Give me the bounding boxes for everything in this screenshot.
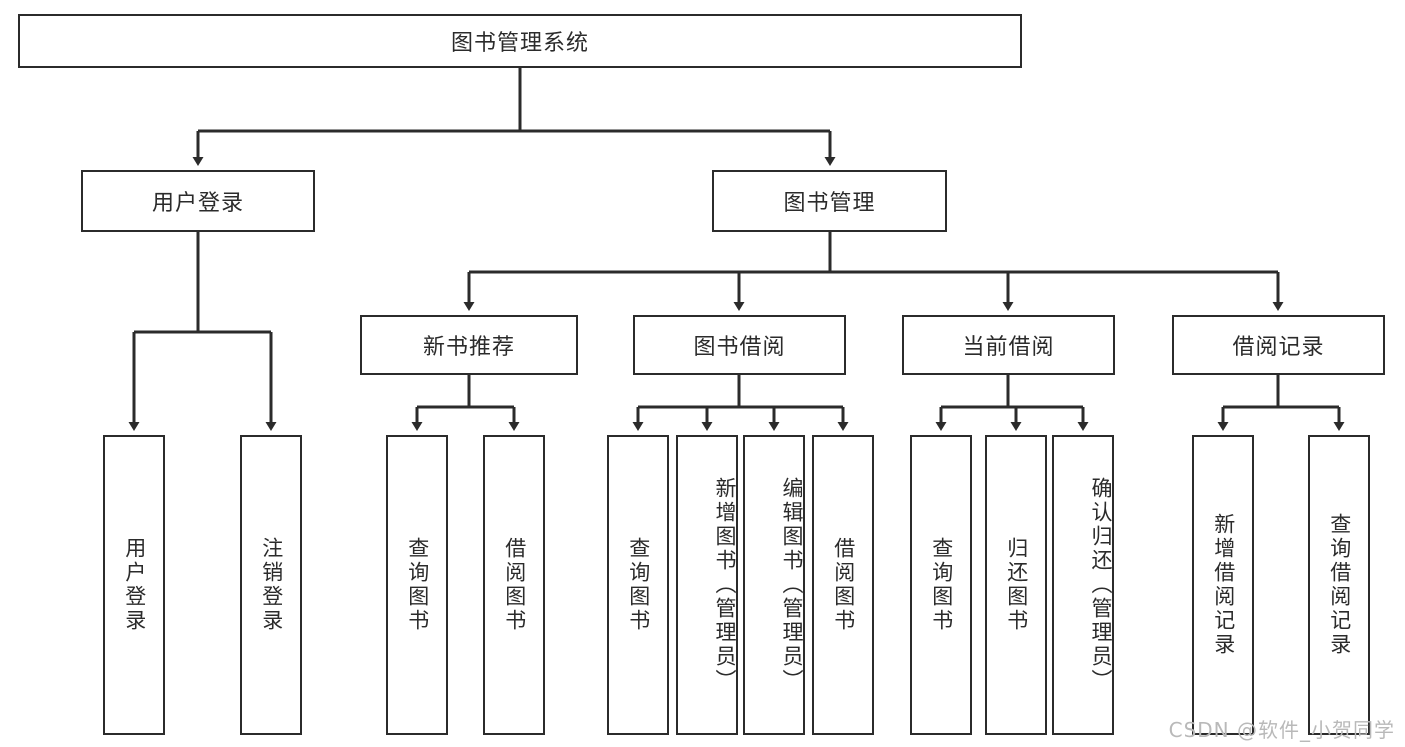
node-leaf-query-book-1-label: 查询图书 bbox=[405, 537, 430, 633]
node-leaf-confirm-return-admin[interactable]: 确认归还（管理员） bbox=[1052, 435, 1114, 735]
node-leaf-query-book-2[interactable]: 查询图书 bbox=[607, 435, 669, 735]
node-leaf-query-book-3[interactable]: 查询图书 bbox=[910, 435, 972, 735]
node-book-manage[interactable]: 图书管理 bbox=[712, 170, 947, 232]
node-leaf-borrow-book-2[interactable]: 借阅图书 bbox=[812, 435, 874, 735]
node-leaf-borrow-book-1[interactable]: 借阅图书 bbox=[483, 435, 545, 735]
watermark: CSDN @软件_小贺同学 bbox=[1168, 718, 1395, 742]
node-leaf-borrow-book-2-label: 借阅图书 bbox=[831, 537, 856, 633]
node-book-borrow-label: 图书借阅 bbox=[693, 335, 786, 360]
node-book-manage-label: 图书管理 bbox=[783, 191, 876, 216]
node-leaf-edit-book-admin[interactable]: 编辑图书（管理员） bbox=[743, 435, 805, 735]
node-leaf-borrow-book-1-label: 借阅图书 bbox=[502, 537, 527, 633]
node-leaf-confirm-return-admin-label: 确认归还（管理员） bbox=[1089, 477, 1113, 693]
node-root-label: 图书管理系统 bbox=[450, 31, 589, 56]
node-root[interactable]: 图书管理系统 bbox=[18, 14, 1022, 68]
node-leaf-user-login[interactable]: 用户登录 bbox=[103, 435, 165, 735]
node-leaf-logout[interactable]: 注销登录 bbox=[240, 435, 302, 735]
node-current-borrow[interactable]: 当前借阅 bbox=[902, 315, 1115, 375]
node-leaf-add-borrow-record-label: 新增借阅记录 bbox=[1211, 513, 1236, 657]
node-user-login[interactable]: 用户登录 bbox=[81, 170, 315, 232]
node-leaf-edit-book-admin-label: 编辑图书（管理员） bbox=[780, 477, 804, 693]
node-user-login-label: 用户登录 bbox=[151, 191, 244, 216]
node-leaf-add-book-admin-label: 新增图书（管理员） bbox=[713, 477, 737, 693]
node-leaf-user-login-label: 用户登录 bbox=[122, 537, 147, 633]
node-new-book-recommend[interactable]: 新书推荐 bbox=[360, 315, 578, 375]
node-leaf-query-book-1[interactable]: 查询图书 bbox=[386, 435, 448, 735]
node-leaf-query-borrow-record-label: 查询借阅记录 bbox=[1327, 513, 1352, 657]
node-leaf-query-book-3-label: 查询图书 bbox=[929, 537, 954, 633]
node-borrow-record[interactable]: 借阅记录 bbox=[1172, 315, 1385, 375]
node-leaf-return-book-label: 归还图书 bbox=[1004, 537, 1029, 633]
node-leaf-logout-label: 注销登录 bbox=[259, 537, 284, 633]
node-borrow-record-label: 借阅记录 bbox=[1232, 335, 1325, 360]
node-leaf-return-book[interactable]: 归还图书 bbox=[985, 435, 1047, 735]
node-new-book-recommend-label: 新书推荐 bbox=[422, 335, 515, 360]
node-book-borrow[interactable]: 图书借阅 bbox=[633, 315, 846, 375]
node-leaf-query-borrow-record[interactable]: 查询借阅记录 bbox=[1308, 435, 1370, 735]
node-leaf-add-book-admin[interactable]: 新增图书（管理员） bbox=[676, 435, 738, 735]
node-leaf-add-borrow-record[interactable]: 新增借阅记录 bbox=[1192, 435, 1254, 735]
node-current-borrow-label: 当前借阅 bbox=[962, 335, 1055, 360]
node-leaf-query-book-2-label: 查询图书 bbox=[626, 537, 651, 633]
